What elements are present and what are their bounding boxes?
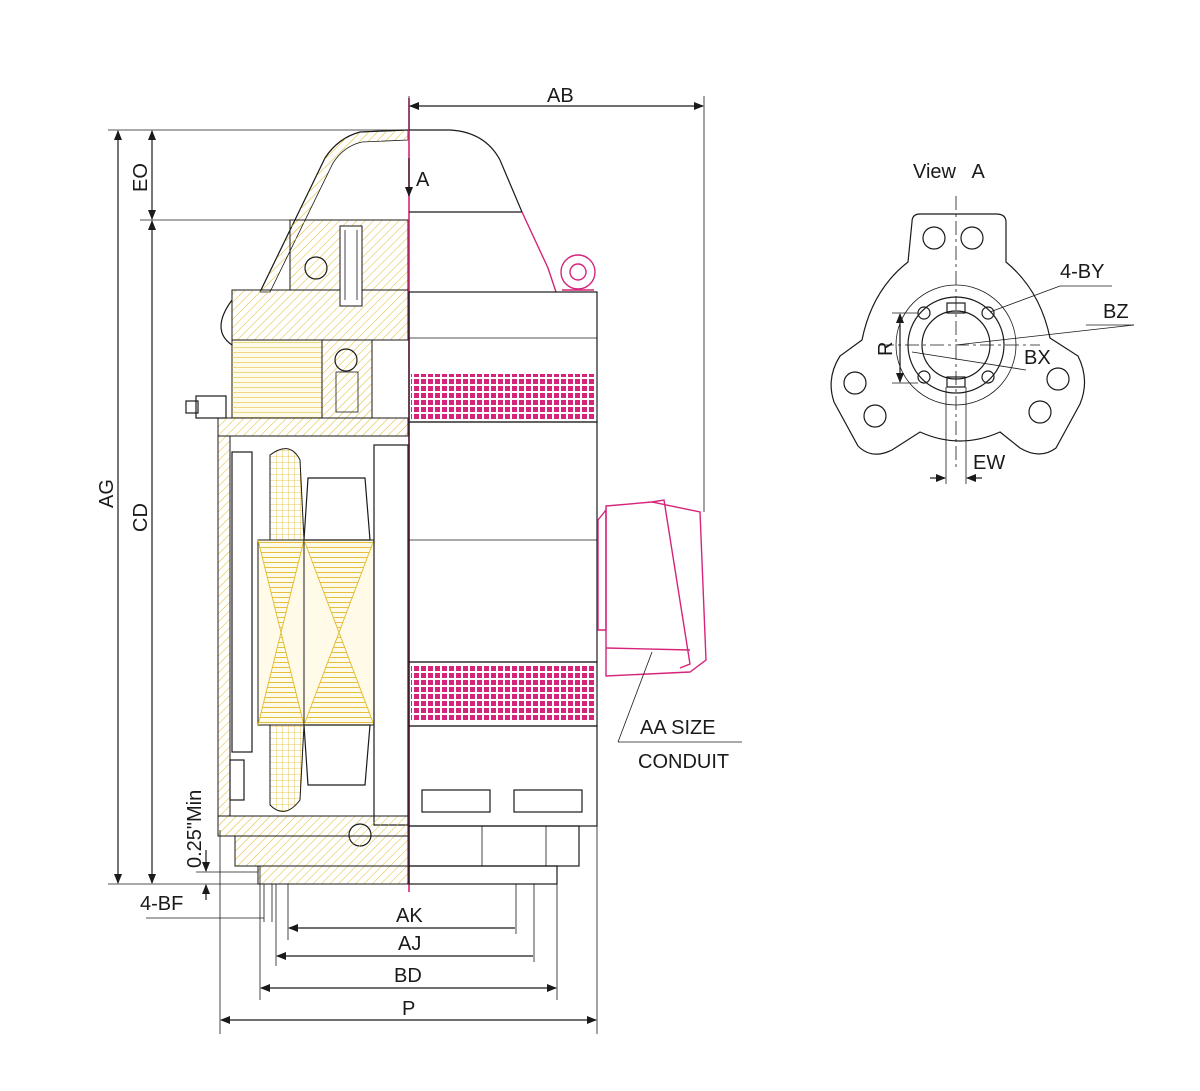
dim-ab: AB: [408, 85, 705, 512]
svg-text:AJ: AJ: [398, 933, 421, 955]
view-a-title: View A: [913, 161, 986, 183]
svg-text:4-BY: 4-BY: [1060, 261, 1104, 283]
svg-text:AK: AK: [396, 905, 423, 927]
svg-text:CD: CD: [130, 503, 152, 532]
dim-ag: AG: [96, 130, 122, 884]
svg-text:BX: BX: [1024, 347, 1051, 369]
dim-bf: 4-BF: [140, 884, 273, 922]
svg-text:R: R: [875, 342, 897, 356]
svg-text:EW: EW: [973, 452, 1005, 474]
svg-text:AA SIZE: AA SIZE: [640, 717, 716, 739]
conduit-box: [597, 499, 707, 677]
motor-section-view: [185, 129, 409, 885]
dim-ak: AK: [288, 905, 515, 932]
svg-text:EO: EO: [130, 163, 152, 192]
dim-eo: EO: [130, 130, 156, 220]
svg-text:BD: BD: [394, 965, 422, 987]
dim-min-clearance: 0.25"Min: [184, 790, 258, 900]
dim-cd: CD: [130, 220, 156, 884]
motor-exterior-view: [408, 129, 707, 885]
svg-text:BZ: BZ: [1103, 301, 1129, 323]
upper-cooling-grille: [411, 374, 595, 419]
lower-cooling-grille: [411, 664, 595, 722]
conduit-callout: AA SIZE CONDUIT: [617, 651, 742, 773]
dim-p: P: [220, 998, 597, 1024]
svg-text:AB: AB: [547, 85, 574, 107]
svg-text:CONDUIT: CONDUIT: [638, 751, 729, 773]
view-a: View A R 4-BY BZ: [830, 161, 1135, 484]
view-a-marker: A: [416, 169, 430, 191]
lifting-eye-icon: [560, 254, 596, 290]
dim-aj: AJ: [276, 933, 533, 960]
svg-text:P: P: [402, 998, 415, 1020]
svg-text:4-BF: 4-BF: [140, 893, 183, 915]
svg-text:0.25"Min: 0.25"Min: [184, 790, 206, 868]
svg-text:AG: AG: [96, 479, 118, 508]
dim-bd: BD: [260, 965, 557, 992]
